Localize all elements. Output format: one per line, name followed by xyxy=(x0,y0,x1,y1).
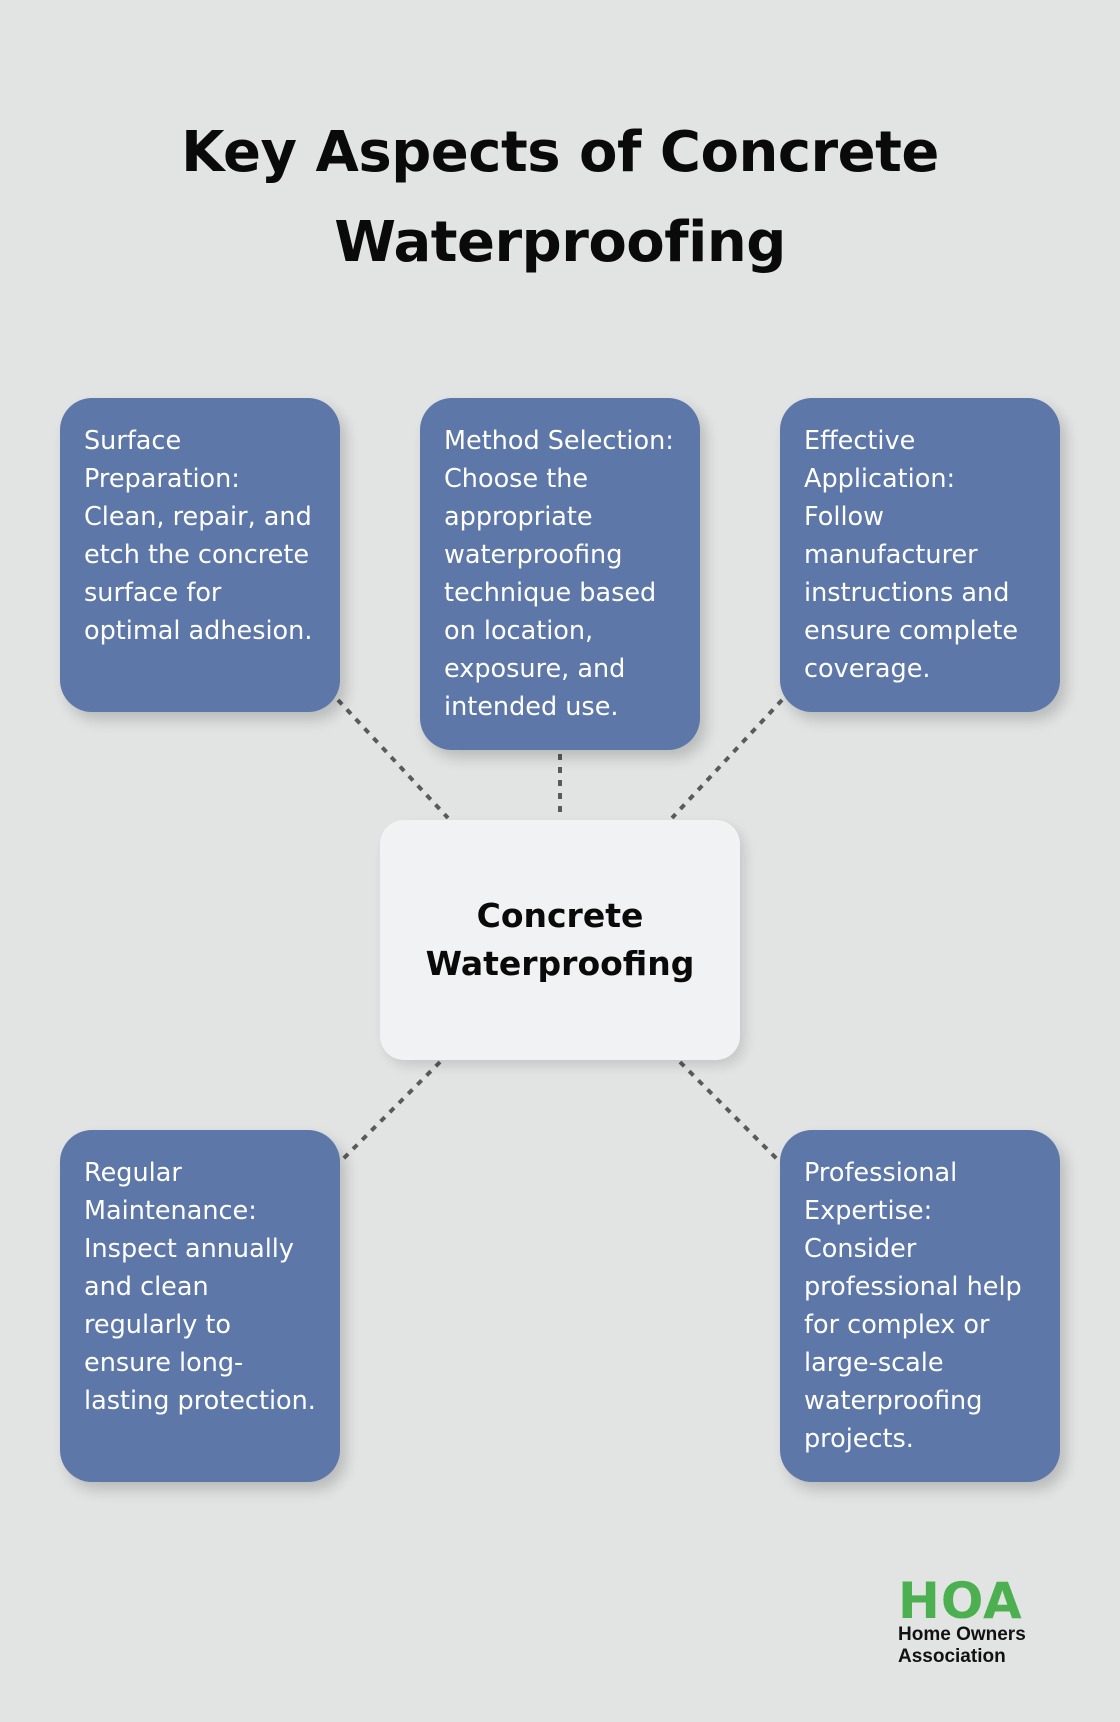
card-effective-application: Effective Application: Follow manufactur… xyxy=(780,398,1060,712)
card-surface-preparation: Surface Preparation: Clean, repair, and … xyxy=(60,398,340,712)
card-method-selection-text: Method Selection: Choose the appropriate… xyxy=(444,426,674,722)
connector-regular-maintenance xyxy=(338,1060,442,1164)
card-regular-maintenance-text: Regular Maintenance: Inspect annually an… xyxy=(84,1158,316,1416)
logo-line-2: Association xyxy=(898,1646,1006,1667)
card-professional-expertise-text: Professional Expertise: Consider profess… xyxy=(804,1158,1022,1454)
hoa-logo: HOA Home Owners Association xyxy=(898,1572,1068,1668)
card-method-selection: Method Selection: Choose the appropriate… xyxy=(420,398,700,750)
card-professional-expertise: Professional Expertise: Consider profess… xyxy=(780,1130,1060,1482)
card-effective-application-text: Effective Application: Follow manufactur… xyxy=(804,426,1019,684)
card-regular-maintenance: Regular Maintenance: Inspect annually an… xyxy=(60,1130,340,1482)
connector-professional-expertise xyxy=(678,1060,782,1164)
connector-surface-preparation xyxy=(336,698,450,820)
center-node: Concrete Waterproofing xyxy=(380,820,740,1060)
card-surface-preparation-text: Surface Preparation: Clean, repair, and … xyxy=(84,426,313,646)
connector-effective-application xyxy=(670,698,784,820)
logo-mark: HOA xyxy=(898,1572,1023,1630)
center-node-label: Concrete Waterproofing xyxy=(425,896,695,983)
page-title: Key Aspects of Concrete Waterproofing xyxy=(181,120,939,275)
logo-line-1: Home Owners xyxy=(898,1624,1026,1645)
